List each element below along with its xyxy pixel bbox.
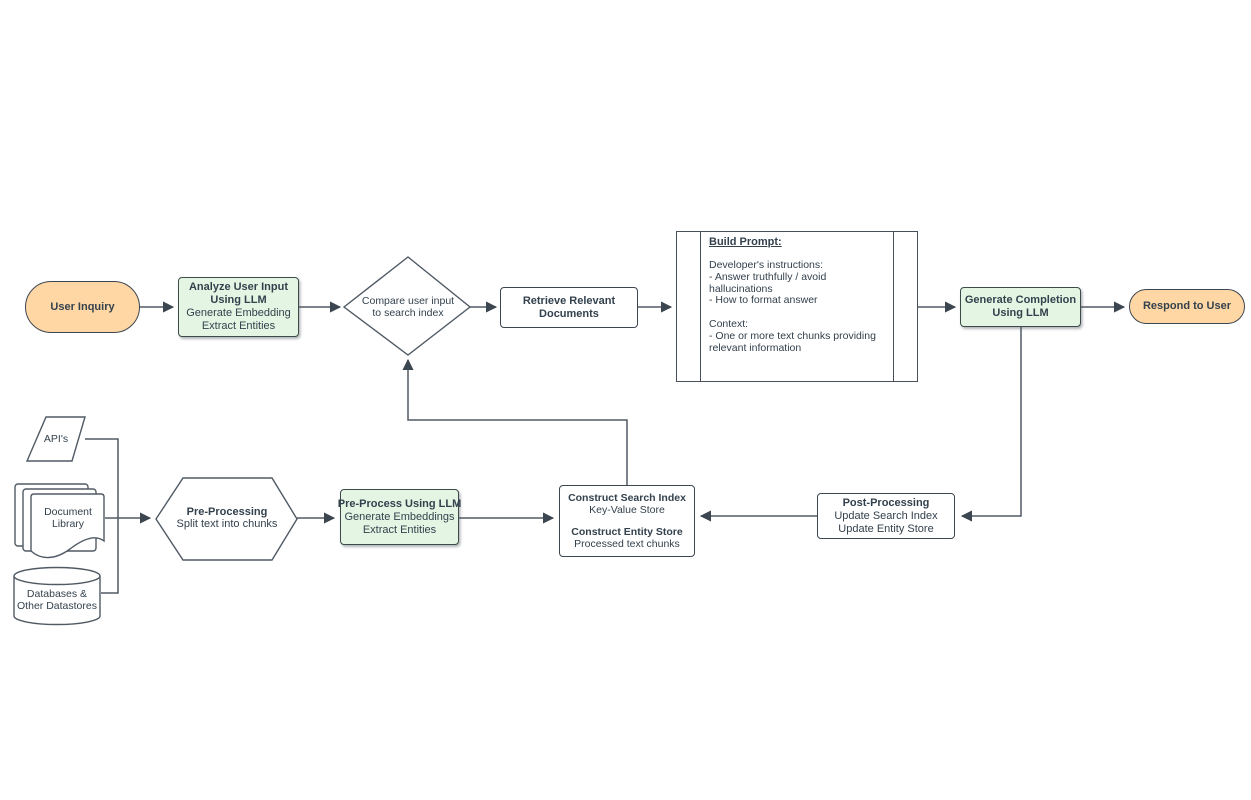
node-label: User Inquiry (50, 300, 115, 313)
connectors (85, 301, 1126, 594)
decision-diamond-shape (342, 256, 472, 356)
apis-parallelogram-shape (25, 416, 86, 462)
cylinder-body (13, 576, 101, 626)
node-analyze-user-input: Analyze User Input Using LLM Generate Em… (178, 277, 299, 337)
node-label: Respond to User (1142, 300, 1231, 312)
node-subline: Generate Embeddings (344, 510, 455, 523)
document-library-label: Document Library (44, 505, 92, 531)
build-prompt-content: Build Prompt: Developer's instructions: … (677, 232, 917, 354)
node-title: Analyze User Input Using LLM (188, 281, 289, 306)
node-user-inquiry: User Inquiry (25, 281, 140, 333)
predefined-process-line-right (893, 232, 894, 381)
node-title: Generate Completion Using LLM (964, 294, 1077, 319)
node-subline: Update Search Index (834, 509, 938, 522)
node-title: Pre-Process Using LLM (337, 497, 462, 510)
node-title: Pre-Processing (186, 505, 268, 518)
node-title: Retrieve Relevant Documents (522, 294, 616, 320)
databases-cylinder-shape (13, 566, 101, 626)
node-subline: Processed text chunks (574, 538, 680, 550)
connector-generate-postprocessing (960, 327, 1022, 522)
node-build-prompt: Build Prompt: Developer's instructions: … (676, 231, 918, 382)
node-subline: Split text into chunks (176, 518, 278, 530)
predefined-process-line-left (700, 232, 701, 381)
preprocessing-hexagon-shape (155, 477, 298, 561)
node-subline: Extract Entities (362, 523, 437, 536)
node-generate-completion: Generate Completion Using LLM (960, 287, 1081, 327)
node-post-processing: Post-Processing Update Search Index Upda… (817, 493, 955, 539)
node-pre-process-llm: Pre-Process Using LLM Generate Embedding… (337, 489, 462, 545)
decision-compare-label: Compare user input to search index (361, 294, 455, 320)
node-construct-store: Construct Search Index Key-Value Store C… (559, 485, 695, 557)
node-respond-to-user: Respond to User (1129, 289, 1245, 324)
node-subline: Update Entity Store (838, 522, 934, 535)
build-prompt-heading: Build Prompt: (709, 236, 782, 248)
build-prompt-body: Developer's instructions: - Answer truth… (709, 259, 876, 354)
node-title: Construct Search Index (568, 491, 686, 504)
document-library-shape (14, 483, 105, 559)
connector-construct-compare (402, 358, 628, 485)
cylinder-top (13, 566, 101, 586)
node-subline: Generate Embedding (186, 307, 291, 319)
document-page-front (30, 493, 105, 559)
connector-apis-databases-junction (85, 438, 119, 594)
preprocessing-hexagon-label: Pre-Processing Split text into chunks (163, 503, 291, 533)
node-title: Construct Entity Store (571, 525, 683, 538)
databases-label: Databases & Other Datastores (17, 587, 97, 613)
node-subline: Key-Value Store (589, 504, 665, 516)
apis-label: API's (43, 432, 69, 445)
node-title: Post-Processing (842, 496, 930, 509)
node-subline: Extract Entities (201, 320, 276, 332)
node-retrieve-documents: Retrieve Relevant Documents (500, 287, 638, 328)
